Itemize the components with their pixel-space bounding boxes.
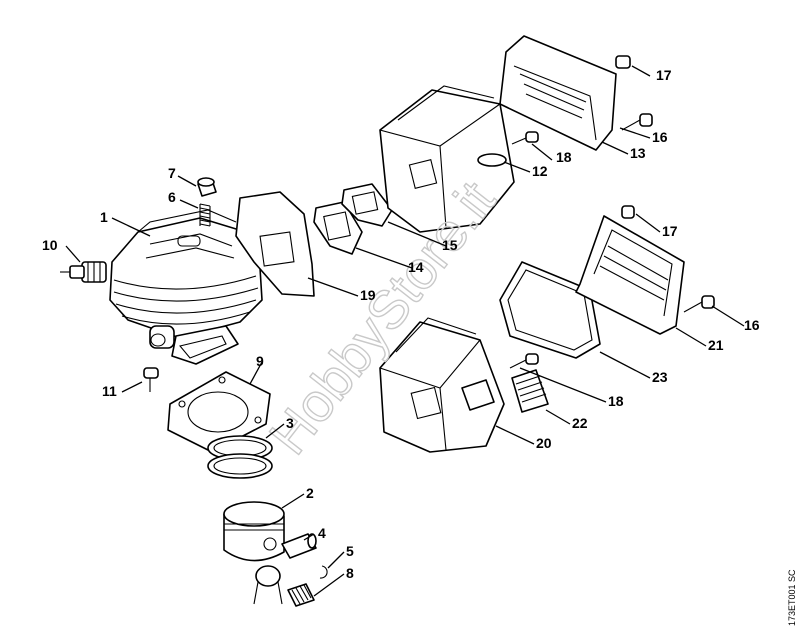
callout-22: 22 <box>572 415 588 431</box>
spring <box>199 203 211 227</box>
callout-7: 7 <box>168 165 176 181</box>
callout-17-upper: 17 <box>656 67 672 83</box>
drawing-code: 173ET001 SC <box>787 569 797 626</box>
callout-19: 19 <box>360 287 376 303</box>
callout-11: 11 <box>102 383 117 399</box>
muffler-upper <box>379 85 515 233</box>
screw-17-lower <box>621 205 635 219</box>
callout-6: 6 <box>168 189 176 205</box>
screw-17-upper <box>615 55 631 69</box>
piston-pin <box>281 533 317 559</box>
callout-4: 4 <box>318 525 326 541</box>
cylinder <box>109 209 263 365</box>
muffler-gasket-19 <box>235 191 315 297</box>
muffler-lower <box>379 317 505 453</box>
screw-11 <box>143 367 159 392</box>
screw-18-upper <box>511 131 539 145</box>
callout-16-lower: 16 <box>744 317 760 333</box>
callout-5: 5 <box>346 543 354 559</box>
callout-1: 1 <box>100 209 108 225</box>
callout-8: 8 <box>346 565 354 581</box>
callout-15: 15 <box>442 237 458 253</box>
piston <box>223 501 285 562</box>
callout-18-lower: 18 <box>608 393 624 409</box>
needle-cage <box>287 583 315 607</box>
leader-lines <box>65 65 745 597</box>
muffler-cover-lower <box>575 215 685 335</box>
connecting-rod-end <box>253 565 283 605</box>
callout-12: 12 <box>532 163 548 179</box>
circlip <box>319 565 328 579</box>
decompression-valve <box>60 261 107 283</box>
callout-16-upper: 16 <box>652 129 668 145</box>
callout-17-lower: 17 <box>662 223 678 239</box>
callout-14: 14 <box>408 259 424 275</box>
screw-18-lower <box>509 353 539 369</box>
callout-21: 21 <box>708 337 724 353</box>
callout-18-upper: 18 <box>556 149 572 165</box>
callout-23: 23 <box>652 369 668 385</box>
callout-labels: 1 2 3 4 5 6 7 8 9 10 11 12 13 14 15 16 1… <box>42 67 760 581</box>
cap <box>197 177 217 197</box>
muffler-cover-upper <box>499 35 617 151</box>
callout-2: 2 <box>306 485 314 501</box>
gasket-23 <box>499 261 601 359</box>
callout-10: 10 <box>42 237 58 253</box>
screw-16-upper <box>621 113 653 131</box>
spark-arrestor-screen <box>511 369 549 413</box>
callout-9: 9 <box>256 353 264 369</box>
callout-20: 20 <box>536 435 552 451</box>
gasket-15 <box>341 183 393 227</box>
callout-3: 3 <box>286 415 294 431</box>
piston-rings <box>207 435 273 479</box>
screw-16-lower <box>683 295 715 313</box>
callout-13: 13 <box>630 145 646 161</box>
